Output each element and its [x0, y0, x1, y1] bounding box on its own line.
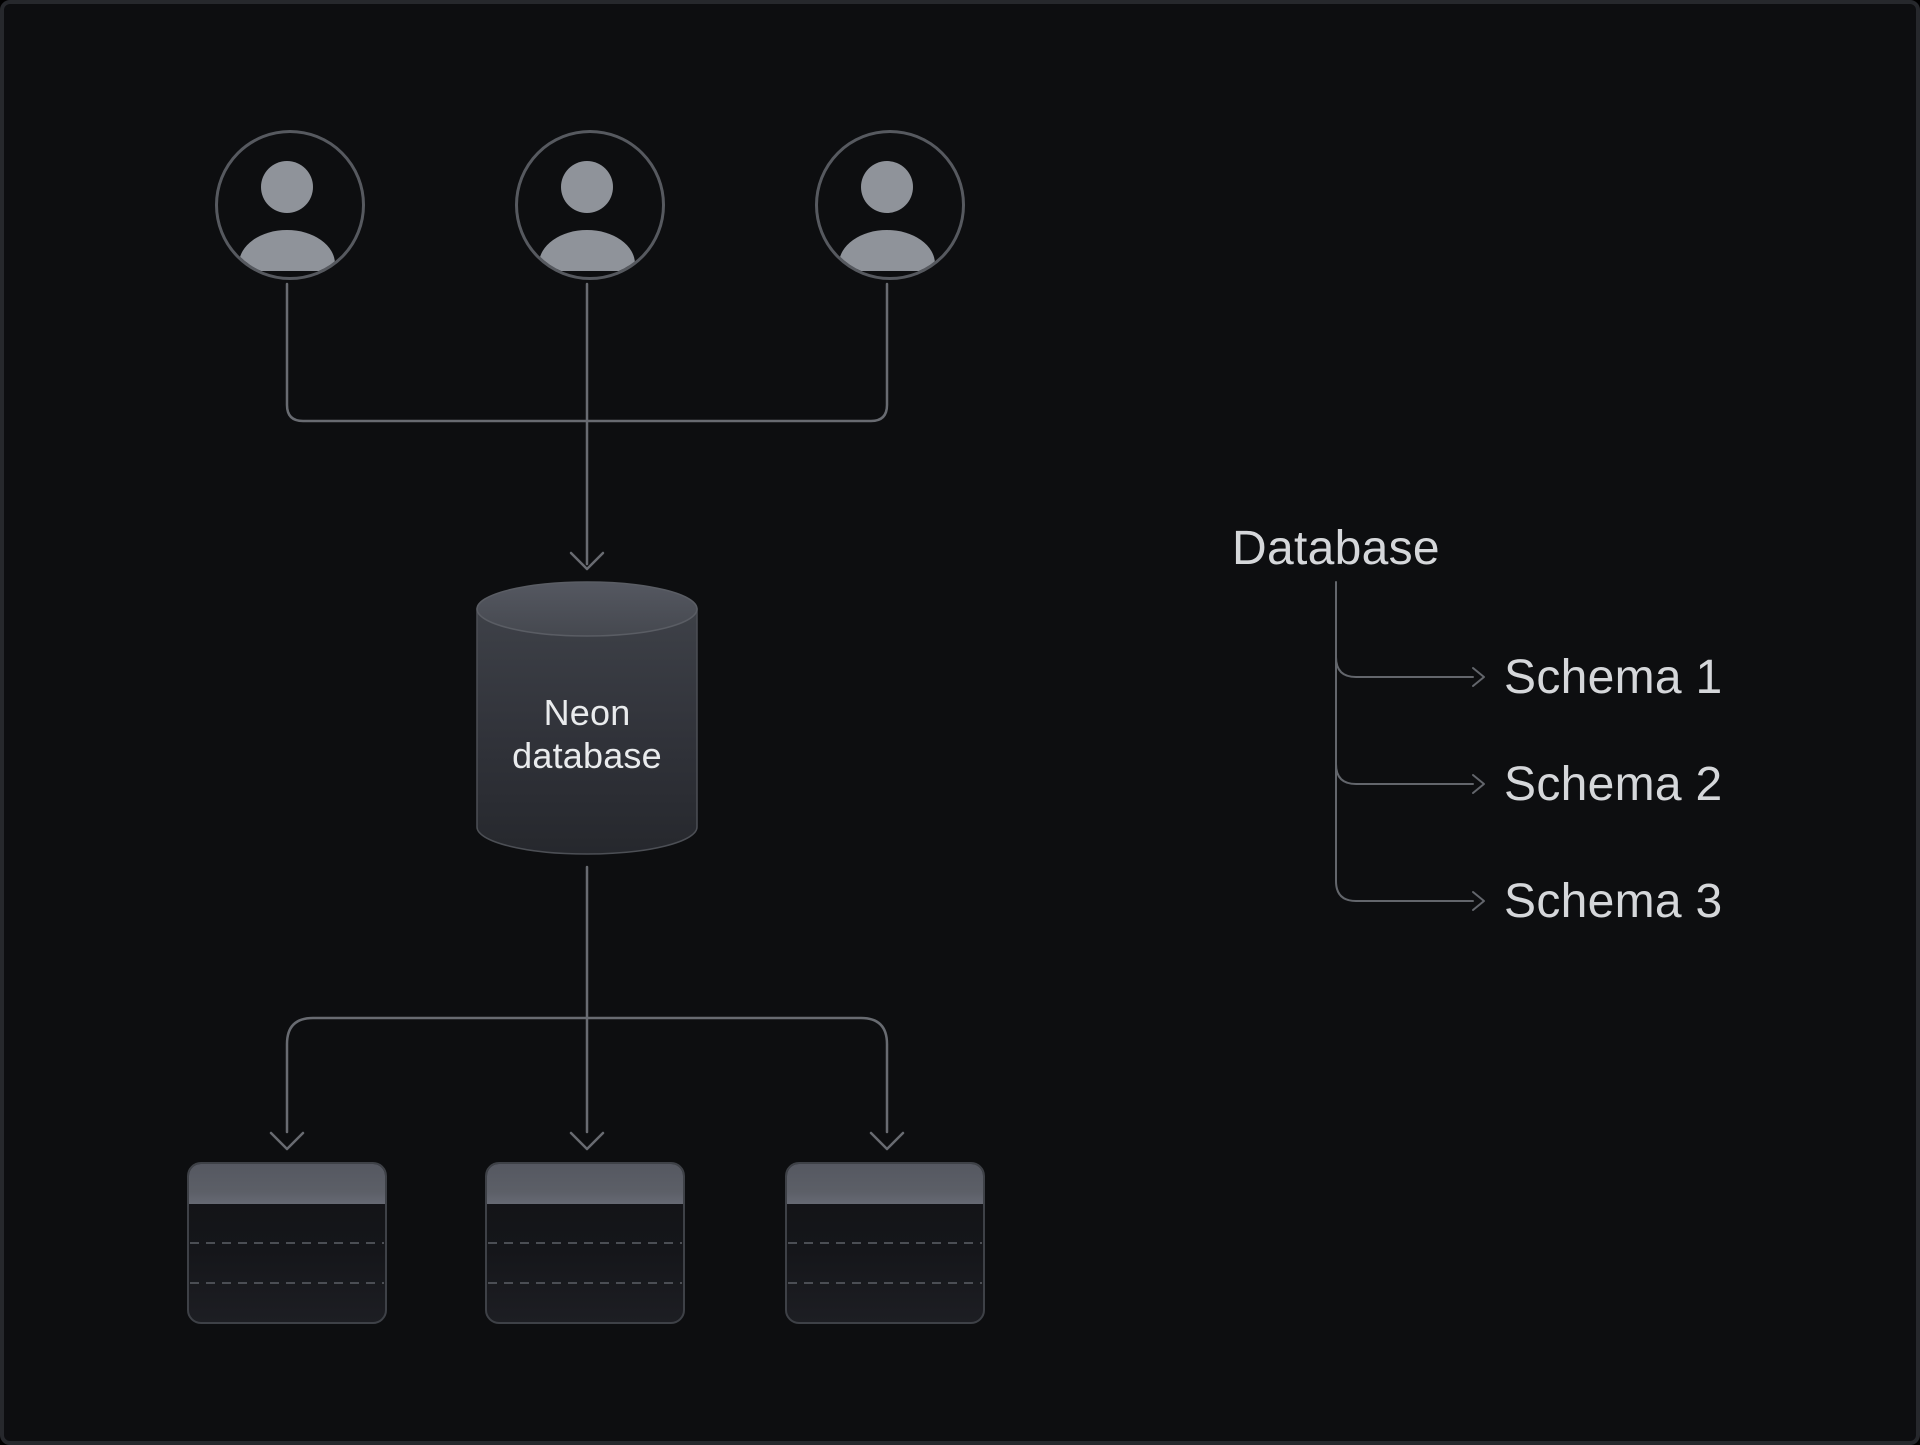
schema-table-icon [187, 1162, 387, 1324]
schema-1-label: Schema 1 [1504, 651, 1723, 704]
database-cylinder-icon [476, 581, 698, 855]
table-row-divider [190, 1242, 384, 1244]
table-row [487, 1204, 683, 1242]
person-silhouette-icon [839, 161, 935, 271]
person-silhouette-icon [539, 161, 635, 271]
users-to-database-connector [285, 282, 889, 571]
table-row-divider [488, 1242, 682, 1244]
arrow-right-icon [1472, 891, 1485, 911]
schema-table-icon [485, 1162, 685, 1324]
table-row-divider [788, 1282, 982, 1284]
neon-database-node: Neon database [476, 581, 698, 855]
arrow-down-icon [269, 1131, 305, 1151]
neon-database-label: Neon database [512, 692, 662, 776]
arrow-down-icon [569, 551, 605, 571]
table-row-divider [788, 1242, 982, 1244]
table-row-divider [488, 1282, 682, 1284]
table-header-band [787, 1164, 983, 1204]
user-avatar-icon [215, 130, 365, 280]
table-row [787, 1204, 983, 1242]
database-tree-root-label: Database [1232, 522, 1440, 575]
table-row [787, 1244, 983, 1282]
table-header-band [189, 1164, 385, 1204]
table-row [487, 1284, 683, 1322]
table-row [189, 1204, 385, 1242]
user-avatar-icon [815, 130, 965, 280]
legend-tree-connector [1335, 581, 1485, 911]
arrow-right-icon [1472, 774, 1485, 794]
schema-3-label: Schema 3 [1504, 875, 1723, 928]
connector-lines [269, 282, 1485, 1151]
user-avatar-icon [515, 130, 665, 280]
arrow-down-icon [869, 1131, 905, 1151]
table-row [189, 1244, 385, 1282]
table-header-band [487, 1164, 683, 1204]
table-row-divider [190, 1282, 384, 1284]
table-row [787, 1284, 983, 1322]
table-row [189, 1284, 385, 1322]
schema-table-icon [785, 1162, 985, 1324]
table-row [487, 1244, 683, 1282]
database-to-tables-connector [269, 865, 905, 1151]
arrow-right-icon [1472, 667, 1485, 687]
person-silhouette-icon [239, 161, 335, 271]
schema-2-label: Schema 2 [1504, 758, 1723, 811]
arrow-down-icon [569, 1131, 605, 1151]
